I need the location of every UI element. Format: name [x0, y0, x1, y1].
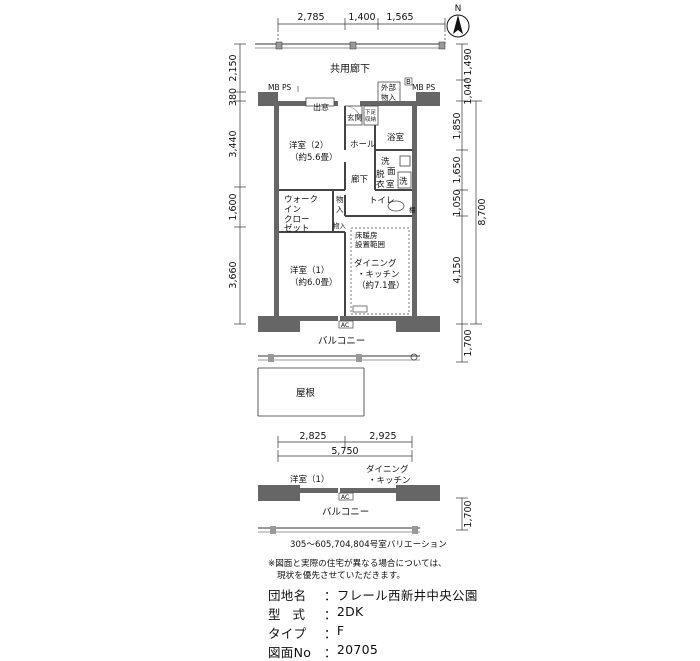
roof-outline: [257, 367, 365, 417]
dim-bottom-total: 5,750: [331, 446, 358, 457]
interior-walls: [279, 106, 412, 316]
dk-label-1: ダイニング: [354, 258, 397, 269]
variation-dk-label-2: ・キッチン: [368, 476, 411, 486]
walkin-label-2: イン: [284, 205, 301, 215]
room1-label: 洋室（1）: [290, 265, 329, 276]
dk-label-3: （約7.1畳）: [357, 280, 405, 291]
dim-right-total: 8,700: [477, 198, 488, 225]
floor-heating-label-2: 設置範囲: [355, 239, 385, 249]
toilet-label: トイレ: [369, 196, 395, 206]
corridor-label: 共用廊下: [330, 62, 370, 75]
disclaimer-note: ※図面と実際の住宅が異なる場合については、 現状を優先させていただきます。: [268, 558, 508, 582]
info-key-zumen: 図面No: [268, 645, 312, 660]
info-sep-zumen: ：: [324, 645, 337, 660]
corridor-rail: [255, 41, 446, 50]
outer-storage-label-1: 外部: [381, 82, 396, 92]
disclaimer-line-1: ※図面と実際の住宅が異なる場合については、: [268, 559, 447, 569]
dim-right-2: 1,040: [463, 77, 474, 104]
demado-label: 出窓: [313, 102, 329, 112]
variation-room1-label: 洋室（1）: [290, 474, 329, 485]
storage1-label-1: 物: [336, 194, 344, 204]
b-mark: B: [406, 78, 411, 86]
right-dimensions: [456, 43, 482, 363]
outer-storage-label-2: 物入: [381, 92, 396, 102]
mb-ps-left-label: MB PS: [268, 83, 292, 92]
left-dimensions: [234, 43, 246, 325]
info-row-kata: 型式 ： 2DK: [268, 604, 478, 623]
dim-left-1: 2,150: [228, 54, 239, 81]
dim-top-2: 1,400: [348, 12, 375, 23]
washroom-label-3: 脱: [376, 169, 385, 180]
variation-dk-label-1: ダイニング: [366, 464, 409, 475]
north-arrow-icon: [446, 14, 470, 38]
variation-plan: [258, 485, 468, 534]
balcony-rail: [258, 353, 420, 362]
room2-label: 洋室（2）: [289, 140, 328, 151]
walkin-label-3: クロー: [284, 215, 310, 225]
info-row-type: タイプ ： F: [268, 623, 478, 642]
washroom-label-1: 洗: [381, 156, 390, 167]
floor-heating-label-1: 床暖房: [355, 230, 378, 240]
dk-label-2: ・キッチン: [357, 270, 400, 280]
dim-right-5: 1,050: [452, 189, 463, 216]
info-value-kata: 2DK: [336, 604, 364, 619]
dim-right-1: 1,490: [463, 48, 474, 75]
info-value-danchi: フレール西新井中央公園: [336, 588, 478, 603]
washroom-label-4: 衣: [376, 179, 385, 190]
dim-right-6: 4,150: [452, 256, 463, 283]
hall-label: ホール: [350, 140, 376, 150]
info-row-danchi: 団地名 ： フレール西新井中央公園: [268, 585, 478, 604]
dim-right-7: 1,700: [463, 329, 474, 356]
dim-left-4: 1,600: [228, 193, 239, 220]
ac-label: AC: [341, 322, 349, 329]
storage1-label-2: 入: [336, 205, 344, 214]
rouka-label: 廊下: [351, 174, 369, 185]
variation-caption: 305～605,704,804号室バリエーション: [290, 540, 447, 550]
bottom-dimensions: [277, 436, 413, 462]
walkin-label-4: ゼット: [284, 223, 310, 234]
info-value-type: F: [336, 623, 345, 638]
genkan-label: 玄関: [347, 112, 362, 122]
info-key-type: タイプ: [268, 626, 307, 641]
storage2-label: 物入: [333, 221, 347, 230]
room2-size: （約5.6畳）: [290, 152, 338, 163]
info-value-zumen: 20705: [336, 642, 379, 657]
shoes-label-2: 収納: [365, 115, 377, 123]
north-label: N: [455, 4, 462, 14]
info-key-kata: 型式: [268, 607, 318, 622]
variation-balcony-label: バルコニー: [322, 507, 369, 518]
top-dimensions: [277, 18, 446, 44]
dim-bottom-2: 2,925: [369, 431, 396, 442]
info-key-danchi: 団地名: [268, 588, 307, 603]
roof-label: 屋根: [296, 387, 316, 399]
bathroom-label: 浴室: [387, 132, 405, 143]
floor-heating-area: [350, 227, 410, 315]
washroom-label-5: 室: [386, 179, 395, 190]
variation-dim-right: 1,700: [463, 500, 474, 527]
dim-right-3: 1,850: [452, 112, 463, 139]
tana-label: 棚: [409, 205, 416, 214]
dim-left-3: 3,440: [228, 130, 239, 157]
dim-top-3: 1,565: [386, 12, 413, 23]
dim-top-1: 2,785: [297, 12, 324, 23]
info-sep-type: ：: [324, 626, 337, 641]
info-row-zumen: 図面No ： 20705: [268, 642, 478, 661]
room1-size: （約6.0畳）: [290, 277, 338, 288]
mb-ps-right-label: MB PS: [412, 83, 436, 92]
washer-label: 洗: [399, 176, 408, 187]
shoes-label-1: 下足: [365, 109, 377, 116]
balcony-label: バルコニー: [318, 336, 365, 347]
disclaimer-line-2: 現状を優先させていただきます。: [277, 571, 406, 581]
washroom-label-2: 面: [387, 167, 396, 177]
walkin-label-1: ウォーク: [284, 195, 318, 205]
info-sep-kata: ：: [324, 607, 337, 622]
dim-right-4: 1,650: [452, 156, 463, 183]
info-sep-danchi: ：: [324, 588, 337, 603]
dim-left-5: 3,660: [228, 261, 239, 288]
variation-ac-label: AC: [341, 494, 349, 501]
dim-left-2: 380: [228, 88, 239, 106]
dim-bottom-1: 2,825: [299, 431, 326, 442]
